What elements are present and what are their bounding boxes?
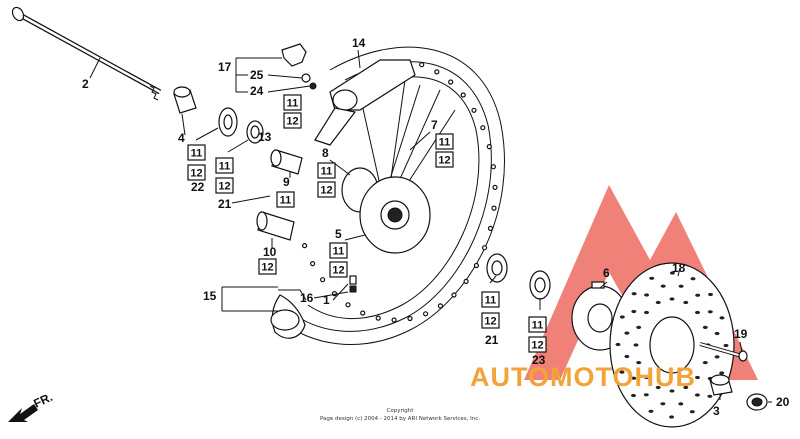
callout-c20: 20 [776, 395, 790, 409]
callout-c21a: 21 [218, 197, 232, 211]
callout-c24: 24 [250, 84, 264, 98]
callout-c8: 8 [322, 146, 329, 160]
callout-c25: 25 [250, 68, 264, 82]
callout-c9: 9 [283, 175, 290, 189]
callout-c1: 1 [323, 293, 330, 307]
callout-c7: 7 [431, 118, 438, 132]
hub-part [341, 167, 431, 254]
ref-box-b12_23: 12 [528, 336, 547, 353]
ref-box-b12_13: 12 [215, 177, 234, 194]
svg-text:12: 12 [320, 185, 332, 197]
svg-text:12: 12 [218, 181, 230, 193]
axle-part [11, 6, 162, 101]
callout-c15: 15 [203, 289, 217, 303]
callout-c2: 2 [82, 77, 89, 91]
ref-box-b11_5: 11 [329, 242, 348, 259]
ref-box-b11_7: 11 [435, 133, 454, 150]
callout-c4: 4 [178, 131, 185, 145]
callout-c16: 16 [300, 291, 314, 305]
leader-lines [89, 49, 772, 403]
footer-page-design: Page design (c) 2004 - 2014 by ARI Netwo… [320, 416, 480, 422]
svg-text:12: 12 [286, 116, 298, 128]
svg-text:12: 12 [332, 265, 344, 277]
callout-c19: 19 [734, 327, 748, 341]
collar-part [173, 86, 197, 114]
distance-collar-part [256, 211, 295, 241]
disc-bolt-part [699, 342, 748, 362]
ref-box-b12_5: 12 [329, 261, 348, 278]
seal-right-part [529, 270, 551, 300]
svg-text:11: 11 [219, 161, 231, 173]
callout-c5: 5 [335, 227, 342, 241]
callout-c14: 14 [352, 36, 366, 50]
wheel-rim-part [279, 46, 505, 345]
ref-box-b12_8: 12 [317, 181, 336, 198]
svg-text:12: 12 [531, 340, 543, 352]
dust-seal-part [218, 107, 238, 137]
svg-text:11: 11 [485, 295, 497, 307]
svg-text:11: 11 [439, 137, 451, 149]
footer-copyright: Copyright [387, 408, 415, 414]
callout-c3: 3 [713, 404, 720, 418]
ref-box-b11_24: 11 [283, 94, 302, 111]
svg-text:12: 12 [261, 262, 273, 274]
ref-box-b11_9: 11 [276, 191, 295, 208]
bearing-right-part [486, 253, 508, 283]
callout-c13: 13 [258, 130, 272, 144]
front-direction-arrow-icon: FR. [8, 390, 55, 422]
callout-c23: 23 [532, 353, 546, 367]
svg-text:12: 12 [438, 155, 450, 167]
ref-box-b11_13: 11 [215, 157, 234, 174]
svg-text:11: 11 [333, 246, 345, 258]
callout-c17: 17 [218, 60, 232, 74]
ref-box-b12_7: 12 [435, 151, 454, 168]
svg-text:11: 11 [287, 98, 299, 110]
brake-disc-part [609, 262, 735, 428]
callout-c6: 6 [603, 266, 610, 280]
ref-box-b11_21: 11 [481, 291, 500, 308]
spoke-nipple-part [349, 275, 357, 293]
direction-label: FR. [31, 390, 54, 411]
cable-guide-part [281, 43, 317, 90]
ref-box-b12_4: 12 [187, 164, 206, 181]
ref-box-b12_10: 12 [258, 258, 277, 275]
spacer-part [270, 149, 303, 175]
callout-c10: 10 [263, 245, 277, 259]
ref-box-b12_24: 12 [283, 112, 302, 129]
bearing-part [246, 120, 264, 144]
ref-box-b11_4: 11 [187, 144, 206, 161]
rim-band-part [270, 289, 307, 339]
svg-text:11: 11 [191, 148, 203, 160]
ref-box-b12_21: 12 [481, 312, 500, 329]
svg-text:12: 12 [190, 168, 202, 180]
ref-box-b11_8: 11 [317, 162, 336, 179]
svg-text:12: 12 [484, 316, 496, 328]
ref-box-b11_23: 11 [528, 316, 547, 333]
side-collar-part [709, 374, 733, 396]
speedometer-gearbox-part [314, 59, 416, 146]
callout-c18: 18 [672, 261, 686, 275]
callout-c22: 22 [191, 180, 205, 194]
svg-text:11: 11 [280, 195, 292, 207]
svg-text:11: 11 [532, 320, 544, 332]
axle-nut-part [746, 393, 768, 411]
watermark-text: AUTOMOTOHUB [470, 362, 696, 392]
callout-c21b: 21 [485, 333, 499, 347]
svg-text:11: 11 [321, 166, 333, 178]
